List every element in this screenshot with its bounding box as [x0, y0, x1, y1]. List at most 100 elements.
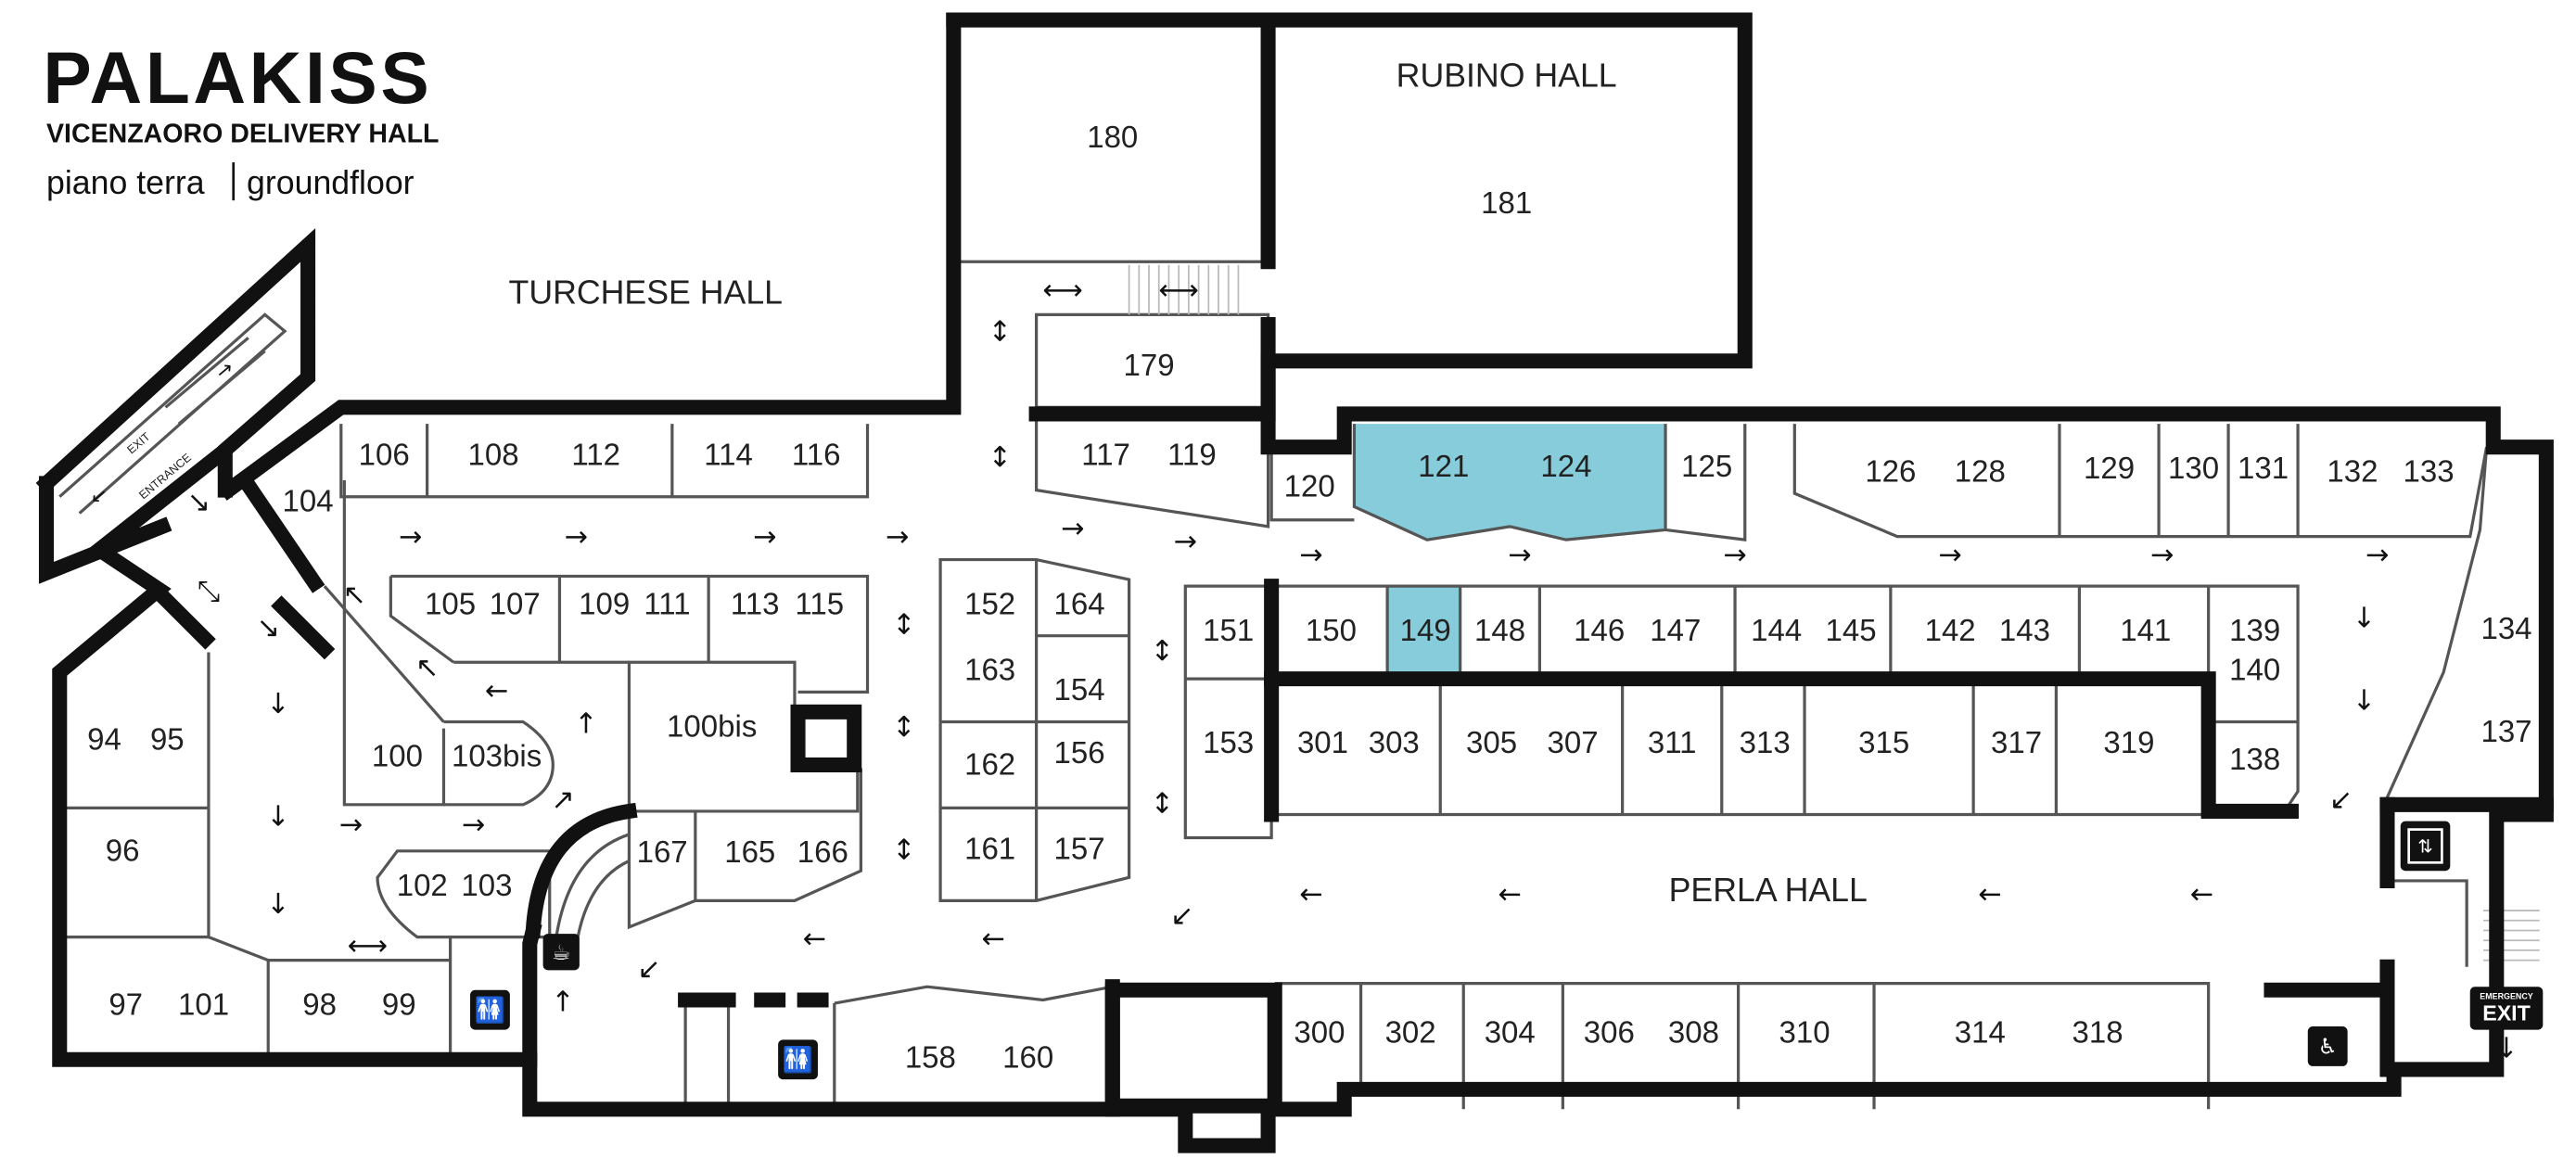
booth-119-label[interactable]: 119	[1167, 438, 1217, 472]
booth-314-label[interactable]: 314	[1955, 1015, 2006, 1050]
booth-137-label[interactable]: 137	[2480, 714, 2531, 748]
booth-128-label[interactable]: 128	[1955, 453, 2006, 488]
booth-130-label[interactable]: 130	[2168, 451, 2219, 485]
booth-outlines	[58, 260, 2540, 1110]
booth-302-label[interactable]: 302	[1385, 1015, 1436, 1050]
booth-166-label[interactable]: 166	[797, 834, 848, 869]
booth-102-label[interactable]: 102	[397, 868, 448, 902]
booth-161-label[interactable]: 161	[964, 832, 1015, 866]
booth-151-label[interactable]: 151	[1203, 613, 1254, 647]
hall-label-perla: PERLA HALL	[1669, 872, 1868, 909]
elevator-icon: ⇅	[2400, 821, 2451, 872]
booth-109-label[interactable]: 109	[579, 586, 630, 620]
booth-160-label[interactable]: 160	[1002, 1039, 1053, 1074]
booth-126-label[interactable]: 126	[1865, 453, 1916, 488]
booth-107-label[interactable]: 107	[490, 586, 541, 620]
booth-167-label[interactable]: 167	[637, 834, 688, 869]
booth-154-label[interactable]: 154	[1053, 672, 1104, 707]
booth-319-label[interactable]: 319	[2103, 725, 2154, 759]
booth-139-label[interactable]: 139	[2229, 613, 2280, 647]
booth-103-label[interactable]: 103	[461, 868, 512, 902]
booth-141-label[interactable]: 141	[2120, 613, 2171, 647]
hall-label-rubino: RUBINO HALL	[1396, 57, 1617, 94]
booth-301-label[interactable]: 301	[1297, 725, 1348, 759]
booth-308-label[interactable]: 308	[1668, 1015, 1719, 1050]
booth-300-label[interactable]: 300	[1294, 1015, 1345, 1050]
booth-311-label[interactable]: 311	[1648, 725, 1697, 759]
booth-101-label[interactable]: 101	[178, 987, 229, 1021]
booth-305-label[interactable]: 305	[1466, 725, 1517, 759]
booth-304-label[interactable]: 304	[1485, 1015, 1536, 1050]
arrow-right-icon: →	[2150, 540, 2174, 572]
svg-text:🚻: 🚻	[475, 995, 505, 1025]
booth-133-label[interactable]: 133	[2404, 453, 2455, 488]
booth-124-label[interactable]: 124	[1540, 449, 1591, 483]
booth-100bis-label[interactable]: 100bis	[667, 708, 757, 743]
booth-125-label[interactable]: 125	[1681, 449, 1732, 483]
booth-98-label[interactable]: 98	[302, 987, 337, 1021]
booth-104-label[interactable]: 104	[283, 484, 334, 518]
booth-94-label[interactable]: 94	[87, 722, 121, 757]
arrow-up-icon: ↑	[551, 987, 574, 1019]
booth-100-label[interactable]: 100	[372, 739, 423, 773]
booth-153-label[interactable]: 153	[1203, 725, 1254, 759]
booth-145-label[interactable]: 145	[1825, 613, 1876, 647]
booth-132-label[interactable]: 132	[2327, 453, 2378, 488]
booth-103bis-label[interactable]: 103bis	[452, 739, 542, 773]
booth-317-label[interactable]: 317	[1991, 725, 2042, 759]
booth-131-label[interactable]: 131	[2238, 451, 2289, 485]
svg-text:☕: ☕	[552, 940, 571, 965]
booth-116-label[interactable]: 116	[792, 438, 841, 472]
booth-303-label[interactable]: 303	[1369, 725, 1420, 759]
booth-318-label[interactable]: 318	[2072, 1015, 2123, 1050]
booth-140-label[interactable]: 140	[2229, 653, 2280, 687]
booth-310-label[interactable]: 310	[1779, 1015, 1830, 1050]
booth-114-label[interactable]: 114	[704, 438, 753, 472]
booth-163-label[interactable]: 163	[964, 653, 1015, 687]
booth-108-label[interactable]: 108	[467, 438, 518, 472]
booth-138-label[interactable]: 138	[2229, 742, 2280, 776]
arrow-right-icon: →	[1174, 526, 1197, 558]
booth-162-label[interactable]: 162	[964, 746, 1015, 781]
booth-112-label[interactable]: 112	[571, 438, 620, 472]
booth-149-label[interactable]: 149	[1400, 613, 1451, 647]
booth-147-label[interactable]: 147	[1650, 613, 1701, 647]
coffee-icon: ☕	[542, 934, 580, 971]
booth-121-label[interactable]: 121	[1418, 449, 1469, 483]
booth-111-label[interactable]: 111	[644, 586, 690, 620]
booth-152-label[interactable]: 152	[964, 586, 1015, 620]
booth-106-label[interactable]: 106	[359, 438, 410, 472]
booth-306-label[interactable]: 306	[1584, 1015, 1635, 1050]
booth-96-label[interactable]: 96	[106, 833, 140, 867]
booth-105-label[interactable]: 105	[425, 586, 476, 620]
booth-158-label[interactable]: 158	[905, 1039, 956, 1074]
booth-129-label[interactable]: 129	[2084, 451, 2135, 485]
booth-95-label[interactable]: 95	[150, 722, 185, 757]
booth-150-label[interactable]: 150	[1306, 613, 1357, 647]
booth-113-label[interactable]: 113	[731, 586, 780, 620]
booth-148-label[interactable]: 148	[1474, 613, 1525, 647]
booth-134-label[interactable]: 134	[2480, 611, 2531, 645]
booth-117-label[interactable]: 117	[1081, 438, 1130, 472]
booth-315-label[interactable]: 315	[1858, 725, 1909, 759]
booth-120-label[interactable]: 120	[1284, 469, 1335, 503]
booth-99-label[interactable]: 99	[382, 987, 416, 1021]
booth-143-label[interactable]: 143	[1999, 613, 2050, 647]
booth-144-label[interactable]: 144	[1751, 613, 1802, 647]
booth-121-124-area[interactable]	[1354, 424, 1666, 541]
booth-115-label[interactable]: 115	[795, 586, 844, 620]
booth-146-label[interactable]: 146	[1574, 613, 1625, 647]
arrow-vertical-icon: ↕	[1151, 635, 1174, 668]
booth-181-label[interactable]: 181	[1481, 185, 1532, 220]
booth-165-label[interactable]: 165	[724, 834, 775, 869]
booth-156-label[interactable]: 156	[1053, 735, 1104, 770]
booth-142-label[interactable]: 142	[1925, 613, 1976, 647]
booth-180-label[interactable]: 180	[1087, 120, 1138, 154]
booth-97-label[interactable]: 97	[108, 987, 143, 1021]
booth-164-label[interactable]: 164	[1053, 586, 1104, 620]
booth-179-label[interactable]: 179	[1123, 348, 1174, 382]
booth-307-label[interactable]: 307	[1548, 725, 1599, 759]
booth-313-label[interactable]: 313	[1740, 725, 1791, 759]
booth-149-area[interactable]	[1387, 586, 1460, 676]
booth-157-label[interactable]: 157	[1053, 832, 1104, 866]
